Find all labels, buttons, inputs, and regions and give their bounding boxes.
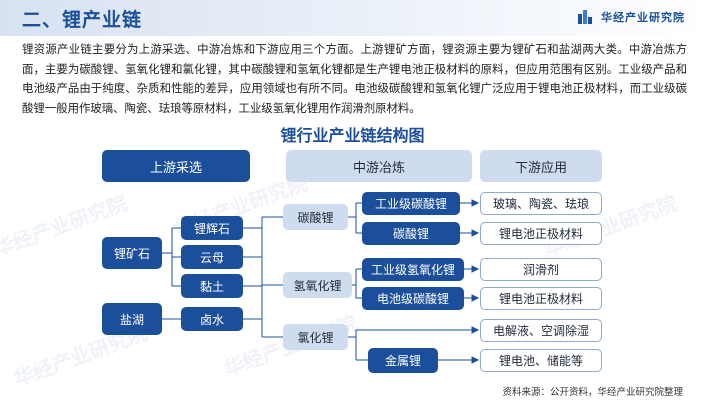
- node-spodumene: 锂辉石: [181, 216, 243, 240]
- node-lithium-chloride: 氯化锂: [283, 324, 348, 350]
- node-lithium-carbonate: 碳酸锂: [283, 204, 348, 230]
- node-lithium-ore: 锂矿石: [102, 237, 162, 269]
- node-glass-ceramics: 玻璃、陶瓷、珐琅: [480, 192, 602, 215]
- column-header-upstream: 上游采选: [102, 150, 250, 182]
- node-electrolyte: 电解液、空调除湿: [480, 319, 602, 342]
- column-header-midstream: 中游冶炼: [286, 150, 472, 182]
- chart-title: 锂行业产业链结构图: [280, 126, 425, 145]
- node-industrial-hydroxide: 工业级氢氧化锂: [362, 258, 464, 281]
- node-cathode-1: 锂电池正极材料: [480, 222, 602, 245]
- node-industrial-carbonate: 工业级碳酸锂: [362, 192, 460, 215]
- node-lithium-hydroxide: 氢氧化锂: [283, 272, 352, 298]
- brand-name: 华经产业研究院: [601, 11, 685, 24]
- node-battery-storage: 锂电池、储能等: [480, 349, 602, 372]
- header-bar: [0, 0, 705, 36]
- node-battery-carbonate: 碳酸锂: [362, 222, 460, 245]
- intro-paragraph: 锂资源产业链主要分为上游采选、中游冶炼和下游应用三个方面。上游锂矿方面，锂资源主…: [22, 42, 687, 115]
- node-salt-lake: 盐湖: [102, 303, 162, 335]
- node-battery-hydroxide: 电池级碳酸锂: [362, 287, 464, 310]
- column-header-downstream: 下游应用: [480, 150, 602, 182]
- node-mica: 云母: [181, 245, 243, 269]
- brand: 华经产业研究院: [578, 9, 685, 25]
- node-cathode-2: 锂电池正极材料: [480, 287, 602, 310]
- node-clay: 黏土: [181, 274, 243, 298]
- node-lubricant: 润滑剂: [480, 258, 602, 281]
- source-note: 资料来源：公开资料，华经产业研究院整理: [502, 387, 683, 398]
- node-metal-lithium: 金属锂: [368, 348, 438, 373]
- page-title: 二、锂产业链: [22, 9, 143, 31]
- node-brine: 卤水: [181, 307, 243, 331]
- brand-logo-icon: [578, 10, 596, 24]
